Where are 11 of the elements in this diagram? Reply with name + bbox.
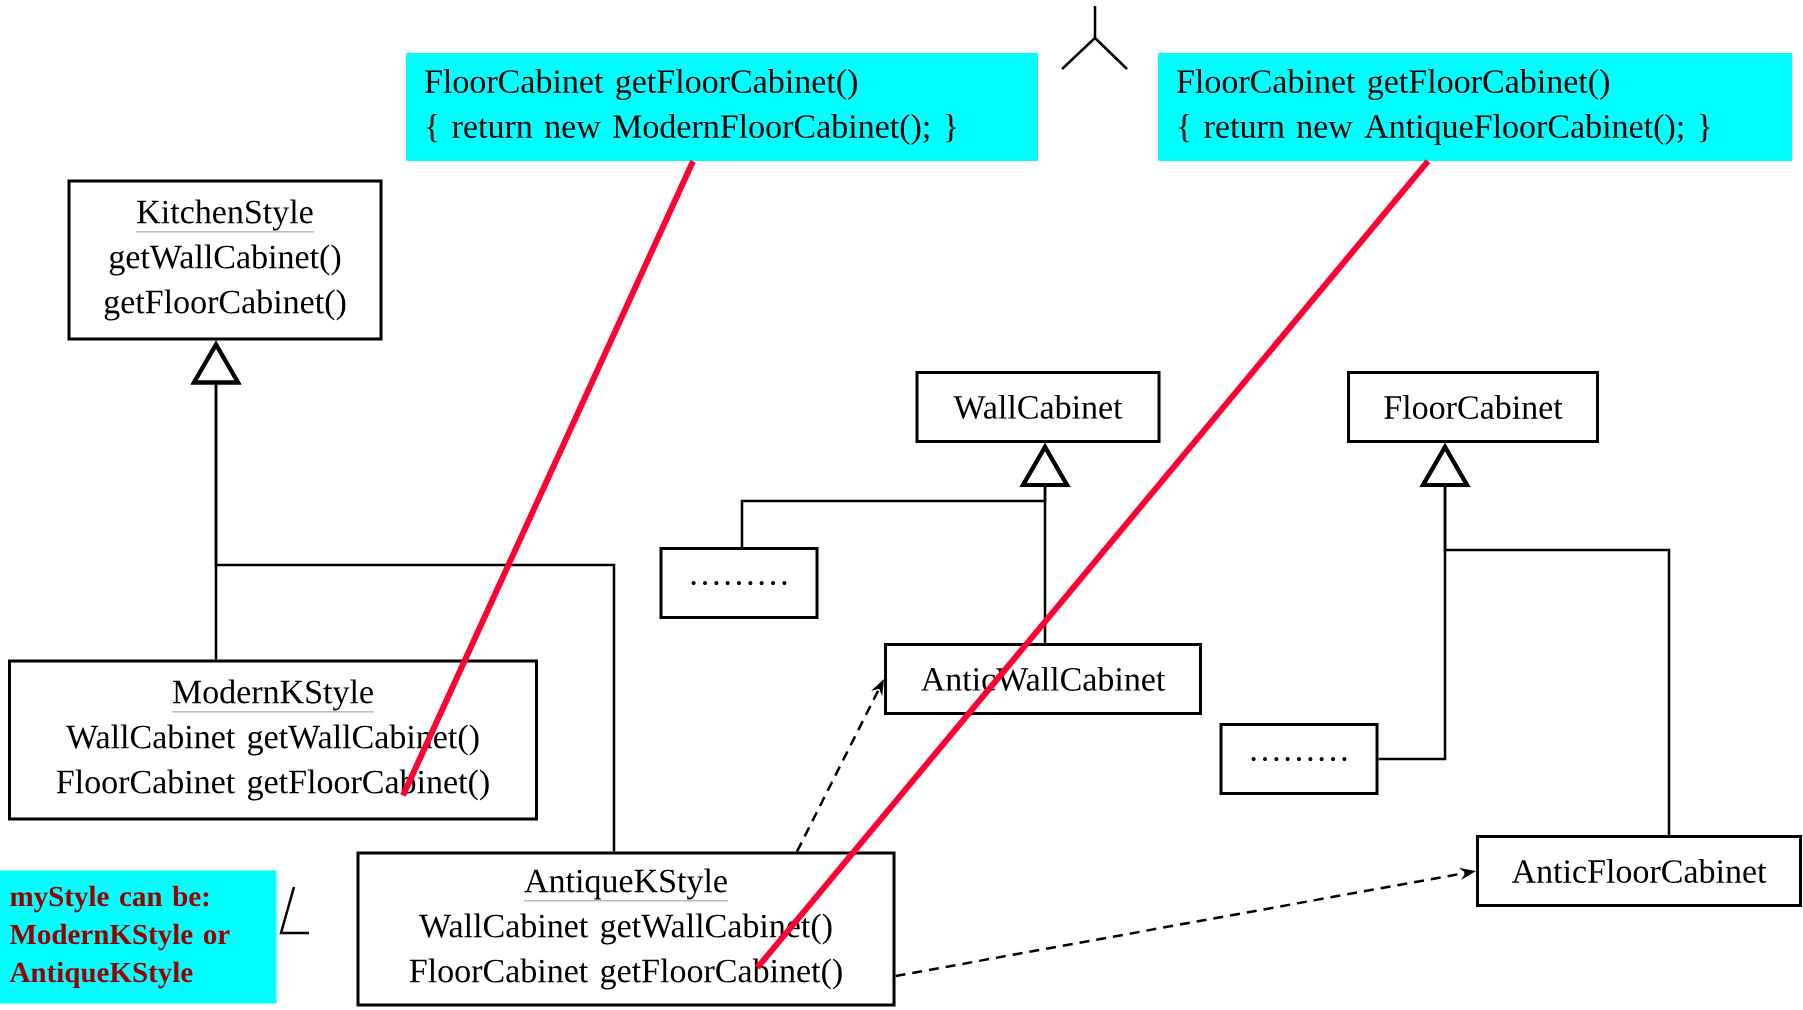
leader-line — [755, 159, 1431, 970]
class-box: AnticFloorCabinet — [1476, 835, 1802, 907]
class-box: ……… — [1219, 723, 1379, 795]
leader-line — [400, 159, 696, 797]
class-box: FloorCabinet — [1347, 371, 1599, 443]
code-note: FloorCabinet getFloorCabinet() { return new AntiqueFloorCabinet(); } — [1158, 53, 1792, 161]
class-box: ……… — [659, 547, 819, 619]
code-note: FloorCabinet getFloorCabinet() { return new ModernFloorCabinet(); } — [406, 53, 1038, 161]
class-box: WallCabinet — [915, 371, 1161, 443]
callout-note: myStyle can be: ModernKStyle or AntiqueKStyle — [0, 870, 277, 1004]
class-box: KitchenStyle getWallCabinet() getFloorCabinet() — [67, 179, 383, 341]
